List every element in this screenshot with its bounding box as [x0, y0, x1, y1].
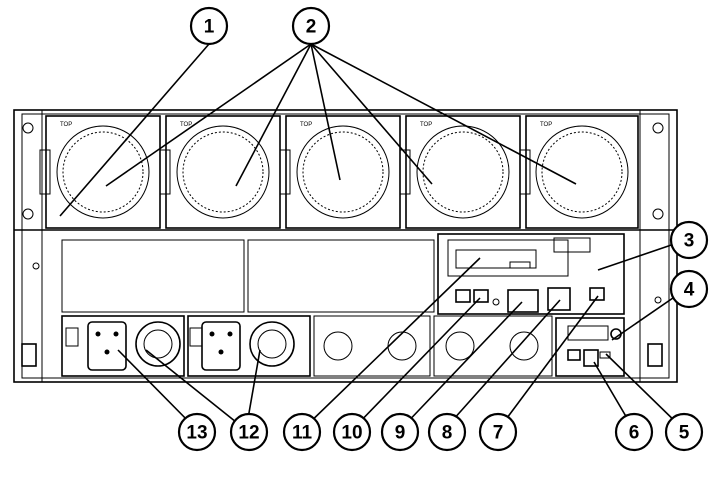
fan-module[interactable]: TOP [159, 115, 281, 229]
callout-label: 7 [493, 423, 504, 444]
fan-top-label: TOP [300, 122, 312, 128]
callout-label: 10 [341, 423, 362, 444]
network-port[interactable] [473, 289, 489, 303]
callout-6: 6 [614, 412, 654, 452]
callout-label: 8 [442, 423, 453, 444]
fan-top-label: TOP [180, 122, 192, 128]
fan-top-label: TOP [540, 122, 552, 128]
fan-top-label: TOP [60, 122, 72, 128]
leader-lines [59, 43, 687, 431]
callout-1: 1 [189, 6, 229, 46]
management-port[interactable] [589, 287, 605, 301]
power-supply[interactable] [187, 315, 311, 377]
fan-module[interactable]: TOP [399, 115, 521, 229]
callout-label: 9 [395, 423, 406, 444]
callout-7: 7 [478, 412, 518, 452]
callout-label: 2 [306, 17, 317, 38]
fan-module[interactable]: TOP [39, 115, 161, 229]
callout-label: 5 [679, 423, 690, 444]
callout-label: 12 [238, 423, 259, 444]
callout-11: 11 [282, 412, 322, 452]
callout-13: 13 [177, 412, 217, 452]
callout-5: 5 [664, 412, 704, 452]
network-port[interactable] [583, 349, 599, 367]
fan-bay: TOP TOP TOP TOP TOP [39, 115, 639, 229]
fan-top-label: TOP [420, 122, 432, 128]
power-supply[interactable] [61, 315, 185, 377]
sfp-port[interactable] [507, 289, 539, 313]
callout-3: 3 [669, 220, 709, 260]
serial-port[interactable] [567, 349, 581, 361]
expansion-blanks [61, 239, 435, 313]
callout-2: 2 [291, 6, 331, 46]
ac-inlet[interactable] [87, 321, 127, 371]
callout-8: 8 [427, 412, 467, 452]
chassis [13, 109, 678, 383]
callout-label: 13 [186, 423, 207, 444]
callout-label: 1 [204, 17, 215, 38]
sfp-port[interactable] [547, 287, 571, 311]
network-port[interactable] [455, 289, 471, 303]
callout-9: 9 [380, 412, 420, 452]
fan-module[interactable]: TOP [279, 115, 401, 229]
callout-label: 4 [684, 280, 695, 301]
callout-label: 3 [684, 231, 695, 252]
usb-port[interactable] [599, 351, 611, 359]
fan-module[interactable]: TOP [519, 115, 639, 229]
callouts: 1 2 3 4 5 6 7 8 [177, 6, 709, 452]
callout-label: 6 [629, 423, 640, 444]
management-module [555, 317, 625, 377]
io-module [437, 233, 625, 315]
callout-label: 11 [292, 423, 313, 444]
ac-inlet[interactable] [201, 321, 241, 371]
callout-12: 12 [229, 412, 269, 452]
power-supplies [61, 315, 311, 377]
callout-4: 4 [669, 269, 709, 309]
callout-10: 10 [332, 412, 372, 452]
